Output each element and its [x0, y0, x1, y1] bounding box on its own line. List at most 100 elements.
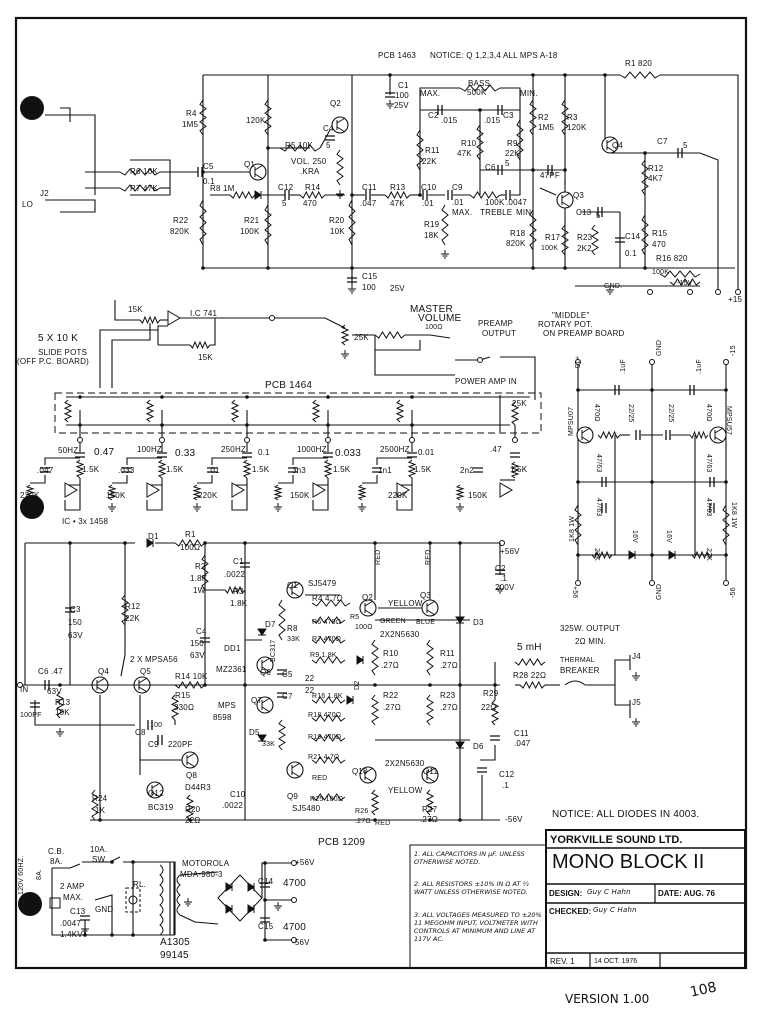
equalizer-label: 1.5K [414, 465, 432, 474]
resistor-symbol [516, 119, 524, 161]
wire [374, 335, 421, 351]
wire [211, 457, 247, 465]
preamp-label: C3 [503, 111, 514, 120]
diode-symbol [455, 616, 465, 624]
capacitor-symbol [497, 105, 503, 115]
rail-splitter-label: 22K [593, 548, 600, 562]
resistor-symbol [455, 484, 465, 501]
equalizer-label: 2n2 [460, 466, 474, 475]
preamp-label: C14 [625, 232, 641, 241]
power-amp-label: R26 [355, 808, 369, 815]
transistor-symbol [261, 657, 271, 673]
op-amp-symbol [64, 482, 78, 498]
power-amp-label: 10K [55, 708, 70, 717]
junction-dot [245, 395, 249, 399]
wire [511, 175, 521, 196]
power-amp-label: R28 22Ω [513, 671, 547, 680]
resistor-symbol [323, 459, 333, 479]
junction-dot [263, 898, 267, 902]
op-amp-symbol [499, 482, 513, 498]
wire [82, 856, 121, 863]
resistor-symbol [510, 401, 520, 426]
capacitor-symbol [473, 467, 483, 473]
terminal [649, 580, 655, 586]
rail-splitter-label: +15 [573, 356, 580, 369]
wire [261, 862, 292, 898]
equalizer-label: POWER AMP IN [455, 377, 517, 386]
power-amp-label: 150 [190, 639, 204, 648]
preamp-label: R21 [244, 216, 260, 225]
equalizer-label: PCB 1464 [265, 380, 313, 391]
preamp-label: C2 [428, 111, 439, 120]
preamp-label: C1 [398, 81, 409, 90]
preamp-label: R19 [424, 220, 440, 229]
preamp-label: R8 1M [210, 184, 235, 193]
junction-dot [650, 553, 654, 557]
junction-dot [201, 170, 205, 174]
resistor-symbol [199, 199, 207, 246]
junction-dot [58, 683, 62, 687]
preamp-label: 2K2 [577, 244, 592, 253]
transistor-symbol [426, 767, 436, 783]
resistor-symbol [384, 190, 411, 200]
capacitor-symbol [601, 503, 607, 513]
preamp-label: 5 [505, 159, 510, 168]
power-amp-label: 1.8K [230, 599, 248, 608]
resistor-symbol [55, 691, 65, 719]
preamp-label: 5 [596, 211, 601, 220]
power-amp-label: R3 [233, 587, 244, 596]
resistor-symbol [574, 504, 582, 546]
equalizer-label: ON PREAMP BOARD [543, 329, 625, 338]
junction-dot [263, 938, 267, 942]
ground-symbol [386, 100, 394, 109]
wire [197, 475, 213, 484]
power-amp-label: C6 .47 [38, 667, 63, 676]
junction-dot [428, 818, 432, 822]
resistor-symbol [722, 504, 730, 546]
capacitor-symbol [284, 190, 290, 200]
preamp-label: R7 47K [130, 184, 158, 193]
resistor-symbol [425, 789, 435, 816]
power-supply-label: C.B. [48, 847, 65, 856]
resistor-symbol [340, 324, 350, 346]
ground-symbol [496, 585, 504, 594]
rail-splitter-label: 1K8 1W [730, 502, 737, 529]
power-amp-label: D2 [354, 680, 361, 690]
ground-symbol [26, 503, 34, 512]
wire [126, 457, 162, 465]
junction-dot [563, 266, 567, 270]
equalizer-label: (OFF P.C. BOARD) [17, 357, 89, 366]
power-amp-label: R16 1.8K [312, 693, 343, 700]
junction-dot [458, 683, 462, 687]
power-amp-label: DD1 [224, 644, 241, 653]
equalizer-label: 5 X 10 K [38, 333, 78, 344]
power-amp-label: Q5 [140, 667, 152, 676]
date-field: DATE: AUG. 76 [658, 889, 715, 898]
power-amp-label: 100 [150, 722, 163, 729]
power-amp-label: R18 470Ω [308, 712, 342, 719]
preamp-label: Q1 [244, 160, 256, 169]
power-amp-label: C8 [135, 728, 146, 737]
preamp-label: R14 [305, 183, 321, 192]
resistor-symbol [63, 399, 73, 423]
junction-dot [576, 553, 580, 557]
transistor-symbol [249, 163, 267, 181]
resistor-symbol [273, 484, 283, 501]
transistor-symbol [291, 582, 301, 598]
wire [146, 485, 163, 511]
power-amp-label: 63V [68, 631, 83, 640]
preamp-label: 1M5 [182, 120, 199, 129]
transistor-symbol [256, 696, 274, 714]
power-amp-label: Q3 [420, 591, 432, 600]
wire [130, 159, 171, 196]
terminal [291, 860, 297, 866]
resistor-symbol [119, 168, 161, 176]
power-amp-label: R21 4.7Ω [308, 754, 340, 761]
preamp-label: TREBLE [480, 208, 513, 217]
diode-symbol [257, 628, 267, 636]
resistor-symbol [641, 159, 649, 196]
power-amp-label: YELLOW [388, 599, 423, 608]
ground-symbol [341, 350, 349, 359]
power-amp-label: .27Ω [381, 661, 399, 670]
